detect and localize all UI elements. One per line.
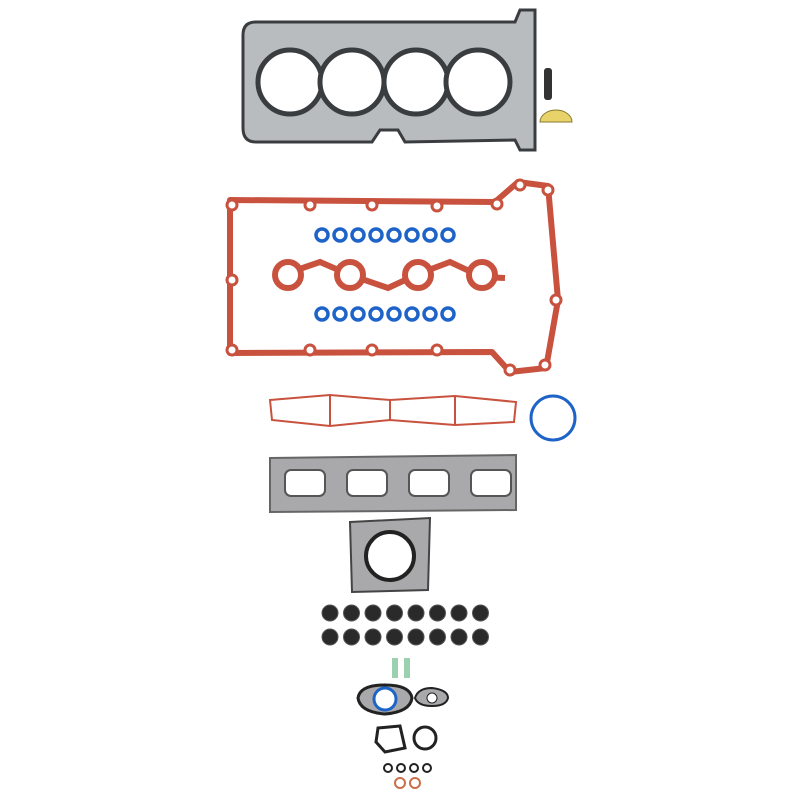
exhaust-manifold-gasket [269,453,517,514]
spark-plug-tube-gasket [272,258,506,292]
exhaust-port [408,469,450,497]
spark-plug-seal-ring [402,259,434,291]
half-moon-seal [539,109,573,123]
cylinder-bore [381,47,451,117]
valve-stem-seal [364,604,382,622]
bolt-hole [430,343,444,357]
valve-stem-seal [386,628,403,646]
cylinder-bore [255,47,325,117]
blue-o-ring [422,306,438,322]
bolt-hole [303,343,317,357]
exhaust-port [470,469,512,497]
valve-cover-gasket [227,179,561,375]
valve-stem-seal [472,628,489,646]
cylinder-head-gasket [241,8,537,152]
small-seals [356,658,450,789]
bolt-hole [365,198,379,212]
valve-stem-seal [429,628,446,646]
blue-o-ring [440,227,456,243]
spark-plug-seal-ring [334,259,366,291]
valve-stem-seal [407,628,425,646]
valve-stem-seal [321,604,339,622]
blue-o-ring [440,306,456,322]
valve-stem-seal [450,628,468,646]
valve-stem-seal [472,604,489,622]
blue-o-ring [350,227,366,243]
bolt-hole [538,358,552,372]
blue-o-ring [404,227,420,243]
intake-manifold-gasket [268,393,518,428]
blue-o-ring [332,306,348,322]
valve-stem-seal [429,604,446,622]
bolt-hole [365,343,379,357]
cylinder-bore [317,47,387,117]
bolt-hole [225,273,239,287]
blue-o-ring [386,306,402,322]
dowel-pin [544,68,552,100]
large-blue-o-ring [529,394,577,442]
blue-o-ring [314,227,330,243]
blue-o-ring [404,306,420,322]
bolt-hole [549,293,563,307]
blue-o-ring [368,227,384,243]
blue-o-ring [332,227,348,243]
valve-stem-seal [386,604,403,622]
blue-o-ring [386,227,402,243]
cylinder-bore [443,47,513,117]
valve-stem-seal [321,628,339,646]
valve-stem-seal [343,604,360,622]
bolt-hole [513,178,527,192]
blue-o-ring [368,306,384,322]
valve-stem-seal [364,628,382,646]
blue-o-ring [422,227,438,243]
bolt-hole [503,363,517,377]
blue-o-ring [350,306,366,322]
spark-plug-seal-ring [272,259,304,291]
bolt-hole [541,183,555,197]
blue-o-ring [314,306,330,322]
bolt-hole [303,198,317,212]
valve-stem-seal [343,628,360,646]
bolt-hole [490,197,504,211]
throttle-body-gasket [348,516,432,594]
exhaust-port [284,469,326,497]
bolt-hole [225,343,239,357]
bolt-hole [225,198,239,212]
exhaust-port [346,469,388,497]
valve-stem-seal [450,604,468,622]
valve-stem-seal [407,604,425,622]
bolt-hole [430,199,444,213]
spark-plug-seal-ring [466,259,498,291]
